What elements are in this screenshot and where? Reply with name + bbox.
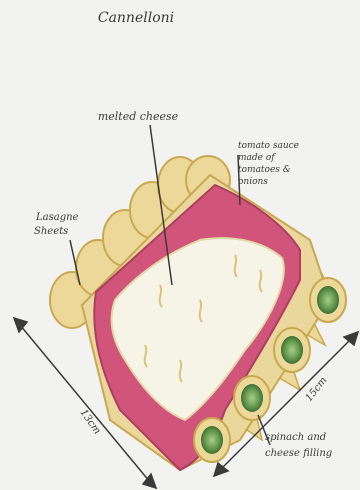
svg-text:made of: made of [238, 153, 276, 163]
svg-text:Sheets: Sheets [34, 226, 68, 237]
svg-text:spinach and: spinach and [265, 432, 326, 443]
svg-text:onions: onions [238, 177, 268, 187]
label-lasagne-sheets: Lasagne Sheets [34, 212, 79, 237]
svg-text:tomatoes &: tomatoes & [238, 165, 291, 175]
diagram-title: Cannelloni [98, 10, 174, 26]
svg-text:cheese filling: cheese filling [265, 448, 332, 459]
svg-text:Lasagne: Lasagne [35, 212, 79, 223]
label-melted-cheese: melted cheese [98, 110, 179, 123]
label-spinach-filling: spinach and cheese filling [265, 432, 332, 459]
dimension-right-label: 15cm [304, 375, 330, 404]
svg-text:tomato sauce: tomato sauce [238, 141, 299, 151]
label-tomato-sauce: tomato sauce made of tomatoes & onions [238, 141, 299, 187]
dimension-left-label: 13cm [78, 407, 103, 436]
